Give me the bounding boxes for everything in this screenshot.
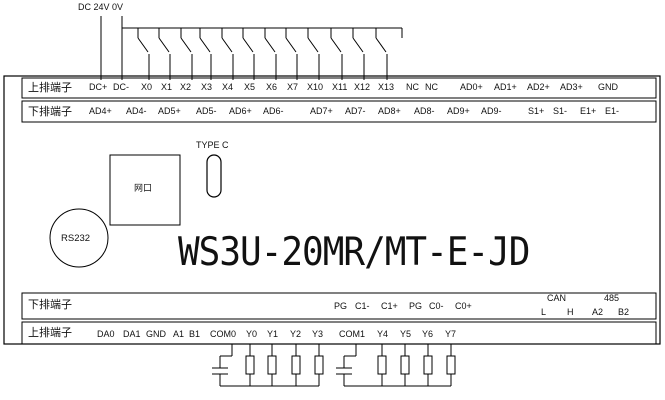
lower-terminal-pin: AD8+ [378,106,401,116]
upper-terminal-pin: AD0+ [460,82,483,92]
upper-terminal-pin: DC+ [89,82,108,92]
lower-terminal-pin: E1- [605,106,620,116]
upper-terminal-pin: GND [598,82,618,92]
bottom-upper-terminal-pin: Y3 [312,329,324,339]
upper-terminal-pin: X2 [180,82,192,92]
bottom-lower-terminal-pin: C0+ [455,301,472,311]
upper-terminal-label: 上排端子 [28,81,72,94]
upper-terminal-strip [21,77,657,99]
lower-terminal-pin: AD7- [345,106,366,116]
rs485-a2-pin: A2 [592,307,604,317]
rs232-port [49,208,109,268]
power-label: DC 24V 0V [78,2,124,12]
model-name: WS3U-20MR/MT-E-JD [178,230,530,276]
type-c-label: TYPE C [196,140,229,150]
upper-terminal-pin: X10 [307,82,324,92]
bottom-upper-terminal-pin: B1 [189,329,201,339]
bottom-upper-terminal-pin: A1 [173,329,185,339]
lower-terminal-pin: AD5- [196,106,217,116]
lower-terminal-pin: AD9+ [447,106,470,116]
bottom-upper-terminal-strip [21,321,657,345]
lower-terminal-pin: AD8- [414,106,435,116]
bottom-lower-terminal-pin: PG [409,301,423,311]
lower-terminal-pin: AD6- [263,106,284,116]
upper-terminal-pin: AD2+ [527,82,550,92]
upper-terminal-pin: X11 [332,82,348,92]
upper-terminal-pin: X0 [141,82,153,92]
upper-terminal-pin: X7 [287,82,299,92]
lower-terminal-pin: S1- [553,106,568,116]
rs232-label: RS232 [61,233,91,244]
upper-terminal-pin: X6 [266,82,278,92]
lower-terminal-strip [21,100,657,123]
upper-terminal-pin: NC [425,82,438,92]
lower-terminal-pin: AD6+ [229,106,252,116]
bottom-lower-terminal-pin: PG [334,301,348,311]
lower-terminal-pin: AD9- [481,106,502,116]
bottom-upper-terminal-pin: DA1 [123,329,141,339]
ethernet-port [109,154,181,226]
bottom-upper-terminal-pin: Y5 [400,329,412,339]
input-switch-wiring [137,28,403,80]
rs485-b2-pin: B2 [618,307,630,317]
bottom-lower-terminal-pin: C1- [355,301,370,311]
bottom-lower-terminal-pin: C1+ [381,301,398,311]
lower-terminal-pin: AD5+ [158,106,181,116]
bottom-upper-terminal-pin: Y4 [377,329,389,339]
rs485-label: 485 [604,293,620,303]
type-c-port [206,154,222,198]
lower-terminal-pin: E1+ [580,106,597,116]
bottom-upper-terminal-pin: Y0 [246,329,258,339]
can-label: CAN [547,293,567,303]
lower-terminal-label: 下排端子 [28,105,72,118]
bottom-upper-terminal-pin: Y7 [445,329,457,339]
upper-terminal-pin: X4 [222,82,234,92]
upper-terminal-pin: X3 [201,82,213,92]
bottom-upper-terminal-pin: COM1 [339,329,366,339]
lower-terminal-pin: AD4+ [89,106,112,116]
upper-terminal-pin: NC [406,82,419,92]
bottom-lower-terminal-strip [21,292,657,320]
device-outline [3,75,661,345]
lower-terminal-pin: S1+ [528,106,545,116]
bottom-upper-terminal-pin: DA0 [97,329,115,339]
bottom-upper-terminal-pin: GND [146,329,166,339]
bottom-upper-terminal-pin: COM0 [210,329,237,339]
bottom-lower-terminal-pin: C0- [429,301,444,311]
bottom-upper-terminal-pin: Y2 [290,329,302,339]
bottom-upper-terminal-label: 上排端子 [28,326,72,339]
lower-terminal-pin: AD7+ [310,106,333,116]
can-h-pin: H [567,307,574,317]
output-load-wiring [212,344,456,387]
upper-terminal-pin: X1 [161,82,173,92]
bottom-upper-terminal-pin: Y6 [422,329,434,339]
power-input-wiring [100,16,402,80]
bottom-upper-terminal-pin: Y1 [267,329,279,339]
upper-terminal-pin: X5 [244,82,256,92]
upper-terminal-pin: AD1+ [494,82,517,92]
bottom-lower-terminal-label: 下排端子 [28,298,72,311]
can-l-pin: L [541,307,547,317]
ethernet-label: 网口 [134,183,153,193]
upper-terminal-pin: AD3+ [560,82,583,92]
upper-terminal-pin: X13 [378,82,395,92]
upper-terminal-pin: DC- [113,82,129,92]
upper-terminal-pin: X12 [354,82,371,92]
lower-terminal-pin: AD4- [126,106,147,116]
